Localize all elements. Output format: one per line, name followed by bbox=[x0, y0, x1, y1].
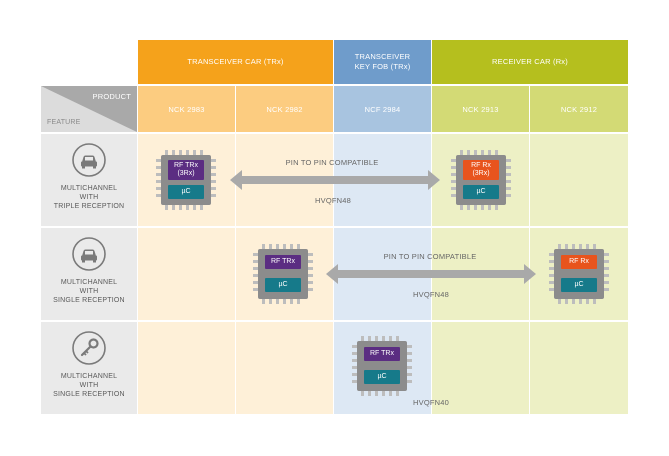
chip-pins bbox=[156, 150, 216, 210]
feature-line: WITH bbox=[79, 288, 99, 295]
cell bbox=[530, 134, 628, 226]
cell bbox=[530, 322, 628, 414]
feature-text: MULTICHANNEL WITH SINGLE RECEPTION bbox=[41, 372, 137, 399]
rf-rx-block: RF Rx (3Rx) bbox=[463, 160, 499, 180]
corner-diagonal bbox=[41, 86, 137, 132]
cell bbox=[138, 228, 235, 320]
block-label: RF Rx bbox=[471, 162, 491, 169]
feature-line: MULTICHANNEL bbox=[60, 373, 118, 380]
group-label: TRANSCEIVER CAR (TRx) bbox=[187, 57, 284, 66]
product-nck2983: NCK 2983 bbox=[138, 86, 235, 132]
cell bbox=[432, 322, 529, 414]
product-ncf2984: NCF 2984 bbox=[334, 86, 431, 132]
chip-pins bbox=[352, 336, 412, 396]
product-name: NCF 2984 bbox=[364, 104, 401, 114]
car-icon bbox=[72, 237, 106, 271]
product-name: NCK 2982 bbox=[266, 104, 303, 114]
group-label: RECEIVER CAR (Rx) bbox=[492, 57, 568, 66]
rf-trx-block: RF TRx (3Rx) bbox=[168, 160, 204, 180]
feature-row-1: MULTICHANNEL WITH TRIPLE RECEPTION bbox=[41, 134, 137, 226]
corner-cell: PRODUCT FEATURE bbox=[41, 86, 137, 132]
uc-block: µC bbox=[463, 185, 499, 199]
product-nck2982: NCK 2982 bbox=[236, 86, 333, 132]
group-transceiver-key-fob: TRANSCEIVER KEY FOB (TRx) bbox=[334, 40, 431, 84]
block-label: µC bbox=[377, 373, 387, 380]
chip-ncf2984: RF TRx µC bbox=[352, 336, 412, 396]
block-label: RF TRx bbox=[174, 162, 198, 169]
block-label: RF TRx bbox=[370, 350, 394, 357]
rf-rx-block: RF Rx bbox=[561, 255, 597, 269]
block-label: µC bbox=[476, 188, 486, 195]
feature-row-2: MULTICHANNEL WITH SINGLE RECEPTION bbox=[41, 228, 137, 320]
uc-block: µC bbox=[168, 185, 204, 199]
car-icon bbox=[72, 143, 106, 177]
product-name: NCK 2983 bbox=[168, 104, 205, 114]
package-label: HVQFN48 bbox=[315, 196, 351, 205]
chip-pins bbox=[549, 244, 609, 304]
product-name: NCK 2913 bbox=[462, 104, 499, 114]
group-label-line2: KEY FOB (TRx) bbox=[354, 62, 411, 71]
package-label: HVQFN48 bbox=[413, 290, 449, 299]
product-nck2913: NCK 2913 bbox=[432, 86, 529, 132]
uc-block: µC bbox=[265, 278, 301, 292]
group-receiver-car: RECEIVER CAR (Rx) bbox=[432, 40, 628, 84]
compat-label: PIN TO PIN COMPATIBLE bbox=[285, 158, 379, 167]
compat-label: PIN TO PIN COMPATIBLE bbox=[383, 252, 477, 261]
double-arrow bbox=[326, 264, 536, 284]
feature-line: MULTICHANNEL bbox=[60, 279, 118, 286]
product-nck2912: NCK 2912 bbox=[530, 86, 628, 132]
block-label: RF TRx bbox=[271, 258, 295, 265]
uc-block: µC bbox=[364, 370, 400, 384]
double-arrow bbox=[230, 170, 440, 190]
chip-nck2913: RF Rx (3Rx) µC bbox=[451, 150, 511, 210]
block-label: RF Rx bbox=[569, 258, 589, 265]
group-transceiver-car: TRANSCEIVER CAR (TRx) bbox=[138, 40, 333, 84]
feature-row-3: MULTICHANNEL WITH SINGLE RECEPTION bbox=[41, 322, 137, 414]
chip-nck2912: RF Rx µC bbox=[549, 244, 609, 304]
feature-label: FEATURE bbox=[47, 119, 81, 126]
chip-pins bbox=[253, 244, 313, 304]
package-label: HVQFN40 bbox=[413, 398, 449, 407]
uc-block: µC bbox=[561, 278, 597, 292]
block-label: µC bbox=[574, 281, 584, 288]
chip-nck2983: RF TRx (3Rx) µC bbox=[156, 150, 216, 210]
rf-trx-block: RF TRx bbox=[265, 255, 301, 269]
product-label: PRODUCT bbox=[92, 92, 131, 101]
product-name: NCK 2912 bbox=[560, 104, 598, 114]
group-label-line1: TRANSCEIVER bbox=[354, 52, 411, 61]
block-label: (3Rx) bbox=[472, 170, 490, 177]
cell bbox=[138, 322, 235, 414]
chip-nck2982: RF TRx µC bbox=[253, 244, 313, 304]
block-label: (3Rx) bbox=[177, 170, 195, 177]
feature-line: MULTICHANNEL bbox=[60, 185, 118, 192]
block-label: µC bbox=[181, 188, 191, 195]
rf-trx-block: RF TRx bbox=[364, 347, 400, 361]
feature-line: WITH bbox=[79, 382, 99, 389]
feature-text: MULTICHANNEL WITH SINGLE RECEPTION bbox=[41, 278, 137, 305]
feature-line: WITH bbox=[79, 194, 99, 201]
feature-line: TRIPLE RECEPTION bbox=[53, 203, 125, 210]
feature-text: MULTICHANNEL WITH TRIPLE RECEPTION bbox=[41, 184, 137, 211]
feature-line: SINGLE RECEPTION bbox=[53, 391, 125, 398]
cell bbox=[236, 322, 333, 414]
block-label: µC bbox=[278, 281, 288, 288]
key-icon bbox=[72, 331, 106, 365]
chip-pins bbox=[451, 150, 511, 210]
feature-line: SINGLE RECEPTION bbox=[53, 297, 125, 304]
